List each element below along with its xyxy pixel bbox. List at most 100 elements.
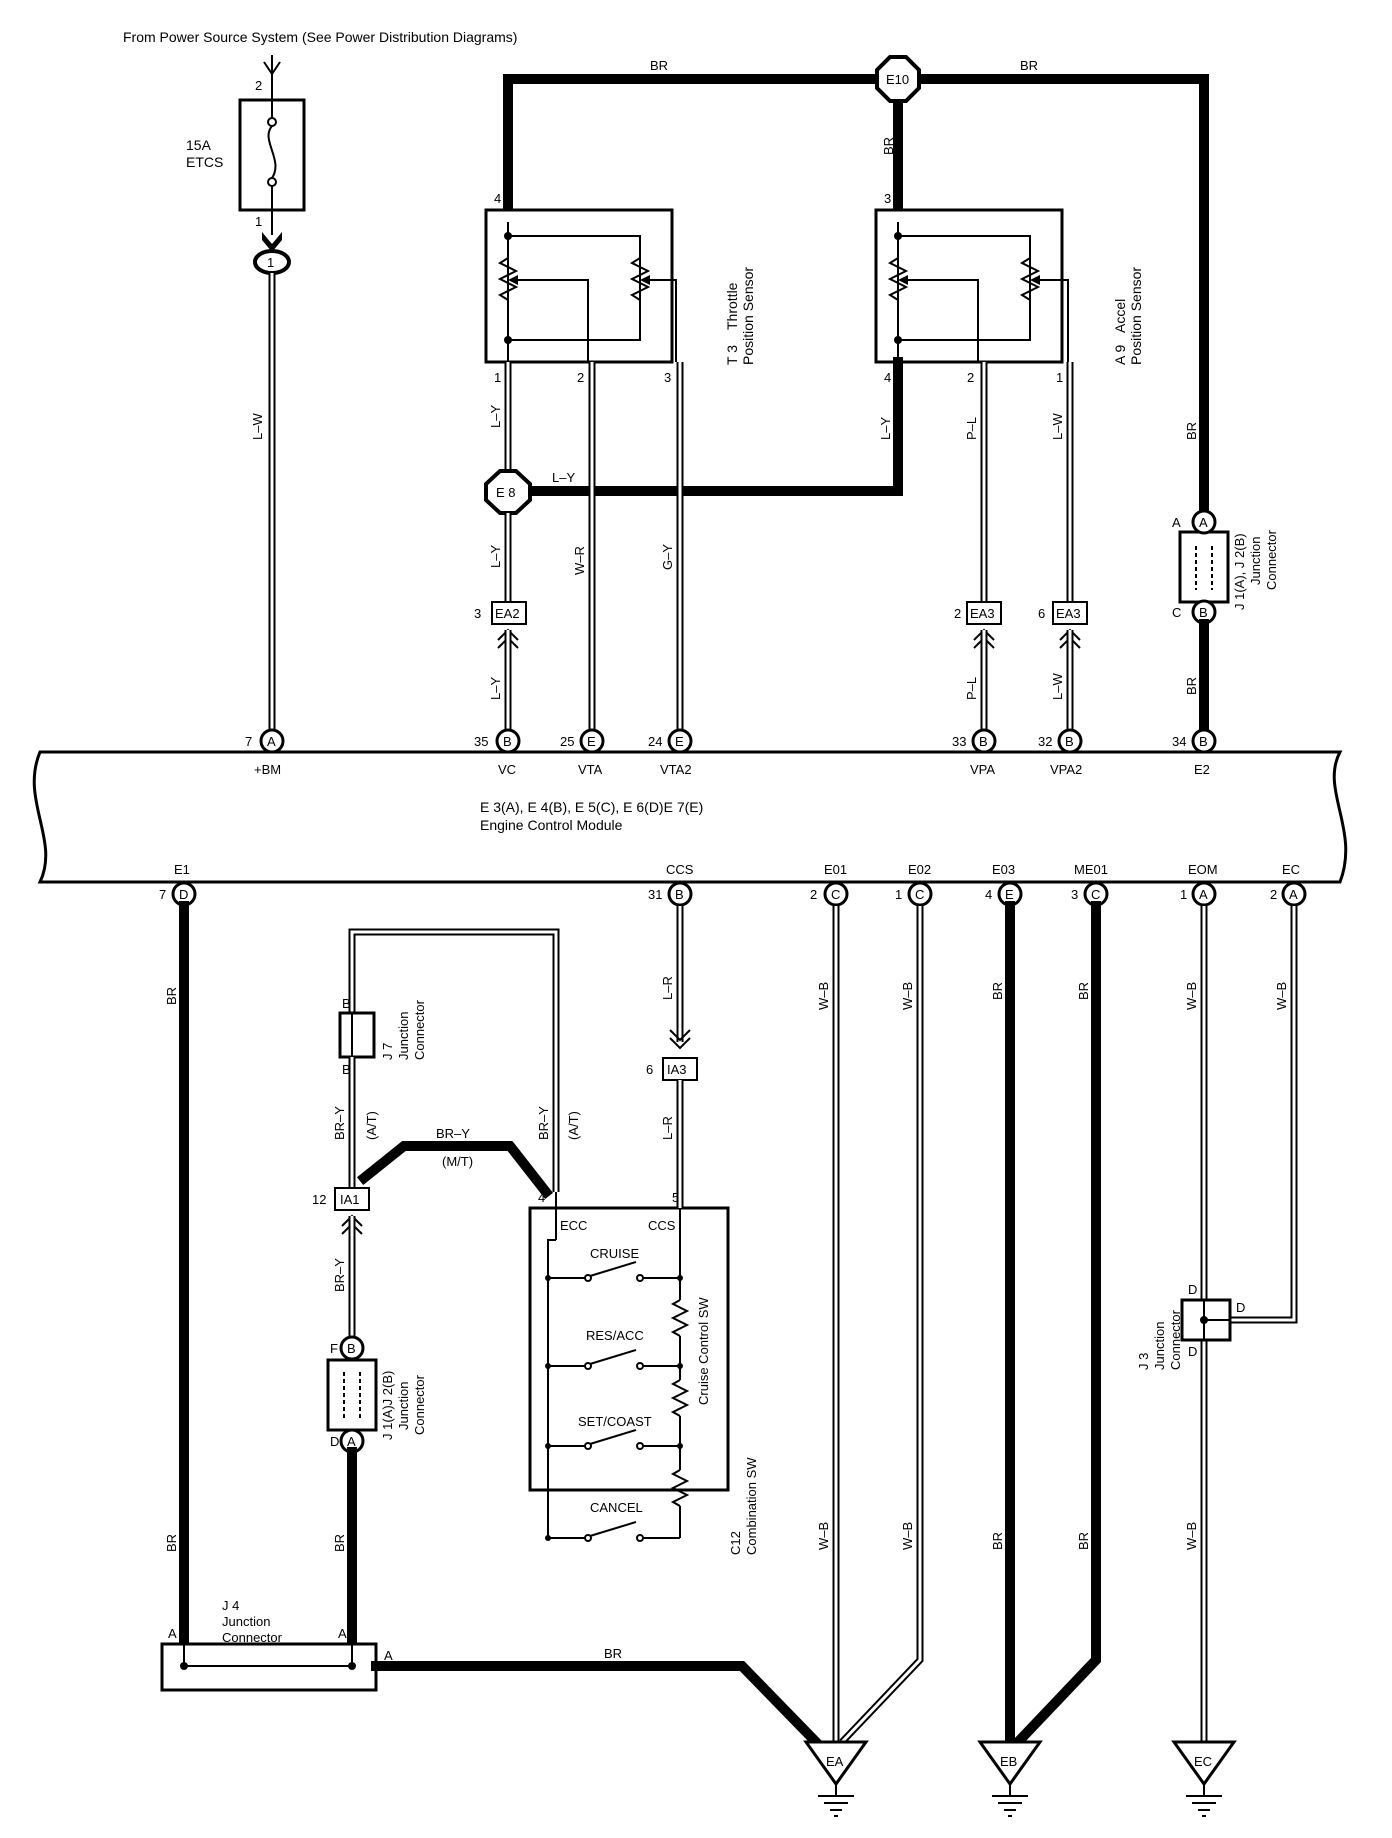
svg-text:BR–Y: BR–Y [332,1106,347,1140]
svg-text:L–Y: L–Y [878,417,893,440]
svg-text:15A: 15A [186,137,212,153]
svg-text:A: A [384,1648,393,1663]
svg-text:A: A [1199,515,1208,530]
svg-text:Engine Control Module: Engine Control Module [480,817,623,833]
svg-text:A: A [347,1434,356,1449]
svg-text:W–B: W–B [900,982,915,1010]
svg-text:33: 33 [952,734,966,749]
svg-text:C: C [1172,605,1181,620]
svg-text:D: D [330,1434,339,1449]
svg-text:C: C [831,887,840,902]
svg-text:Junction: Junction [222,1614,270,1629]
svg-text:E: E [587,734,596,749]
svg-text:1: 1 [255,214,262,229]
svg-text:B: B [979,734,988,749]
connector-ea3-a [966,601,1002,625]
svg-text:A: A [267,734,276,749]
svg-text:3: 3 [1071,887,1078,902]
svg-text:E10: E10 [886,72,909,87]
svg-text:E 3(A), E 4(B), E 5(C), E 6(D): E 3(A), E 4(B), E 5(C), E 6(D)E 7(E) [480,799,703,815]
svg-text:34: 34 [1172,734,1186,749]
svg-text:RES/ACC: RES/ACC [586,1328,644,1343]
splice-e8 [484,469,532,515]
svg-text:BR: BR [164,987,179,1005]
svg-text:L–Y: L–Y [552,470,575,485]
svg-text:L–W: L–W [250,413,265,440]
svg-text:W–B: W–B [1184,1522,1199,1550]
resistor-icon [670,1379,690,1417]
svg-text:P–L: P–L [964,677,979,700]
svg-text:EB: EB [1000,1754,1017,1769]
connector-ea2 [491,601,527,625]
svg-text:B: B [1199,605,1208,620]
svg-text:EOM: EOM [1188,862,1218,877]
resistor-icon [497,257,519,301]
svg-text:BR: BR [1020,58,1038,73]
svg-text:Junction: Junction [1152,1322,1167,1370]
switch-cruise: CRUISE [545,1246,683,1282]
svg-text:6: 6 [646,1062,653,1077]
svg-text:J 3: J 3 [1136,1353,1151,1370]
svg-text:BR–Y: BR–Y [536,1106,551,1140]
svg-text:3: 3 [664,370,671,385]
svg-text:CCS: CCS [666,862,694,877]
svg-text:BR: BR [650,58,668,73]
svg-text:EC: EC [1194,1754,1212,1769]
e1-ground-wire: BR BR [164,901,189,1649]
fuse-icon [267,125,277,179]
svg-text:B: B [1199,734,1208,749]
sensor-wires: L–Y L–Y L–Y E 8 L–Y EA2 3 L–Y W–R G–Y P–… [474,357,1279,739]
svg-text:CRUISE: CRUISE [590,1246,639,1261]
accel-position-sensor: 3 4 2 1 A 9 Accel Position Sensor [874,191,1144,385]
svg-text:BR: BR [164,1534,179,1552]
svg-text:7: 7 [159,887,166,902]
ia1-harness: IA1 12 BR–Y B F A D J 1(A)J 2(B) Junctio… [312,1187,427,1649]
svg-text:BR: BR [332,1534,347,1552]
svg-text:W–B: W–B [816,1522,831,1550]
svg-text:(A/T): (A/T) [566,1111,581,1140]
svg-text:BR–Y: BR–Y [436,1126,470,1141]
svg-text:L–W: L–W [1050,673,1065,700]
resistor-icon [670,1299,690,1337]
svg-text:B: B [342,1062,351,1077]
combination-switch: 4 5 ECC CCS CRUISE RES/ACC [528,1190,759,1555]
throttle-position-sensor: 4 1 2 3 T 3 Throttle Position Sensor [484,191,756,385]
svg-text:32: 32 [1038,734,1052,749]
svg-text:B: B [503,734,512,749]
svg-text:31: 31 [648,887,662,902]
svg-text:J 1(A), J 2(B): J 1(A), J 2(B) [1232,533,1247,610]
svg-text:1: 1 [895,887,902,902]
svg-text:2: 2 [810,887,817,902]
ecm-top-pins: A 7 +BM B 35 VC E 25 VTA E 24 VTA2 B 33 … [245,728,1217,777]
svg-text:6: 6 [1038,606,1045,621]
svg-text:BR: BR [881,137,896,155]
br-shield-loop: BR BR BR BR E10 [503,55,1209,520]
source-note: From Power Source System (See Power Dist… [123,29,517,45]
svg-text:Combination SW: Combination SW [744,1457,759,1555]
svg-text:(A/T): (A/T) [364,1111,379,1140]
svg-text:W–B: W–B [1274,982,1289,1010]
svg-text:ECC: ECC [560,1218,587,1233]
svg-text:Connector: Connector [1264,529,1279,590]
j7-loop: B B J 7 Junction Connector BR–Y (A/T) BR… [332,928,581,1200]
svg-text:J 4: J 4 [222,1598,239,1613]
svg-text:CCS: CCS [648,1218,676,1233]
resistor-icon [629,257,651,301]
svg-text:J 7: J 7 [380,1043,395,1060]
svg-text:BR: BR [1184,677,1199,695]
svg-text:3: 3 [884,191,891,206]
svg-text:A: A [1199,887,1208,902]
svg-text:7: 7 [245,734,252,749]
svg-text:VPA: VPA [970,762,995,777]
svg-text:E03: E03 [992,862,1015,877]
svg-text:VC: VC [498,762,516,777]
j1-j2-bottom-junction [326,1358,378,1432]
svg-text:1: 1 [494,370,501,385]
svg-text:E1: E1 [174,862,190,877]
svg-text:E01: E01 [824,862,847,877]
svg-text:2: 2 [954,606,961,621]
svg-text:5: 5 [672,1190,679,1205]
svg-text:L–R: L–R [660,1116,675,1140]
svg-text:J 1(A)J 2(B): J 1(A)J 2(B) [380,1371,395,1440]
